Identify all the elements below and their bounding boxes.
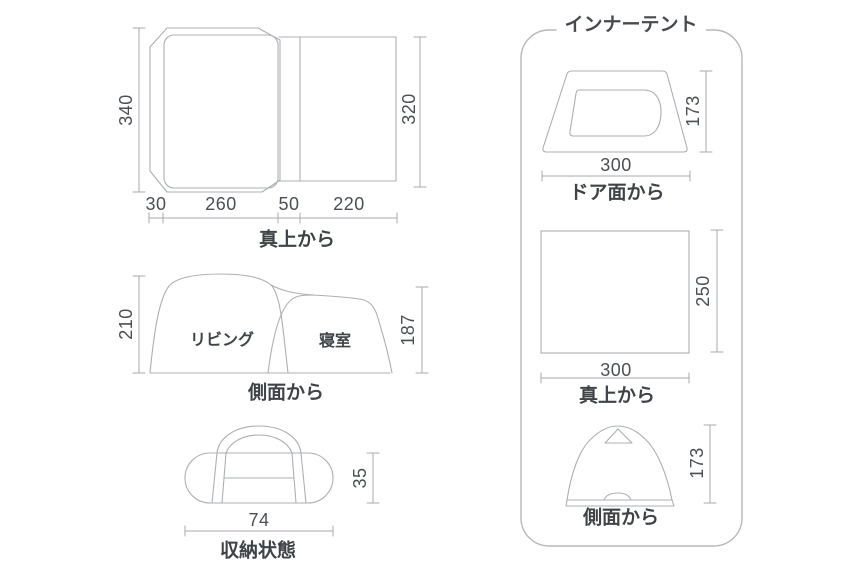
room-label-bedroom: 寝室 — [318, 333, 352, 350]
dim-line-320 — [413, 36, 427, 188]
inner-door-body-outline — [542, 70, 688, 153]
dim-line-187 — [415, 286, 429, 374]
bag-handle-inner — [225, 434, 293, 454]
ridge-connector-line — [270, 284, 314, 296]
storage-bag-dimensions — [184, 452, 380, 537]
dim-label-250: 250 — [693, 275, 713, 307]
inner-door-view-drawing — [542, 70, 688, 153]
bedroom-dome-outline — [267, 294, 393, 374]
main-top-view-drawing — [149, 27, 397, 193]
dim-line-35 — [366, 452, 380, 504]
dim-label-320: 320 — [399, 93, 419, 125]
inner-door-view-dimensions — [541, 70, 713, 182]
dim-label-300-top: 300 — [600, 360, 632, 380]
caption-inner-side-view: 側面から — [582, 507, 660, 529]
inner-side-view-drawing — [565, 425, 675, 507]
bag-body-outline — [184, 452, 334, 504]
living-floor-outline — [163, 34, 279, 189]
inner-dome-outline — [566, 425, 673, 501]
dim-label-340: 340 — [116, 94, 136, 126]
inner-door-bottom-arc — [603, 492, 632, 501]
bag-handle-outer — [216, 425, 302, 454]
living-dome-outline — [149, 273, 289, 374]
inner-dome-base — [565, 499, 675, 507]
dim-label-300-door: 300 — [600, 155, 632, 175]
dim-label-35: 35 — [350, 467, 370, 489]
inner-top-view-drawing — [540, 230, 690, 354]
dim-line-74 — [184, 525, 334, 537]
dim-line-widths — [148, 212, 398, 224]
dim-line-300-top — [540, 372, 690, 384]
bedroom-floor-outline — [278, 36, 397, 182]
inner-top-view-dimensions — [540, 229, 724, 384]
dim-label-260: 260 — [205, 194, 237, 214]
main-top-view-dimensions — [132, 27, 427, 224]
dim-label-210: 210 — [116, 308, 136, 340]
dim-line-300-door — [541, 170, 691, 182]
dim-label-220: 220 — [333, 194, 365, 214]
room-label-living: リビング — [189, 332, 255, 349]
storage-bag-drawing — [184, 425, 334, 504]
dim-line-173-door — [699, 70, 713, 153]
dim-line-173-side — [703, 424, 717, 504]
inner-tent-panel-border — [520, 29, 743, 547]
inner-tent-panel-title: インナーテント — [556, 15, 706, 35]
caption-inner-top-view: 真上から — [578, 385, 656, 407]
dim-line-340 — [132, 27, 146, 193]
dim-label-173-door: 173 — [683, 95, 703, 127]
dim-line-250 — [710, 229, 724, 353]
inner-vent-triangle — [604, 428, 633, 444]
main-side-view-dimensions — [132, 275, 429, 374]
dim-label-187: 187 — [398, 314, 418, 346]
tarp-outline — [149, 27, 281, 193]
caption-main-top-view: 真上から — [258, 229, 336, 251]
caption-storage-state: 収納状態 — [219, 540, 297, 562]
main-side-view-drawing — [149, 273, 393, 374]
dim-line-210 — [132, 275, 146, 374]
caption-inner-door-view: ドア面から — [569, 182, 665, 204]
inner-floor-outline — [540, 230, 690, 354]
dim-label-30: 30 — [145, 194, 167, 214]
dim-label-50: 50 — [278, 194, 300, 214]
dim-label-173-side: 173 — [687, 447, 707, 479]
caption-main-side-view: 側面から — [247, 382, 325, 404]
inner-side-view-dimensions — [703, 424, 717, 504]
dim-label-74: 74 — [248, 510, 270, 530]
inner-door-opening-outline — [569, 89, 662, 137]
